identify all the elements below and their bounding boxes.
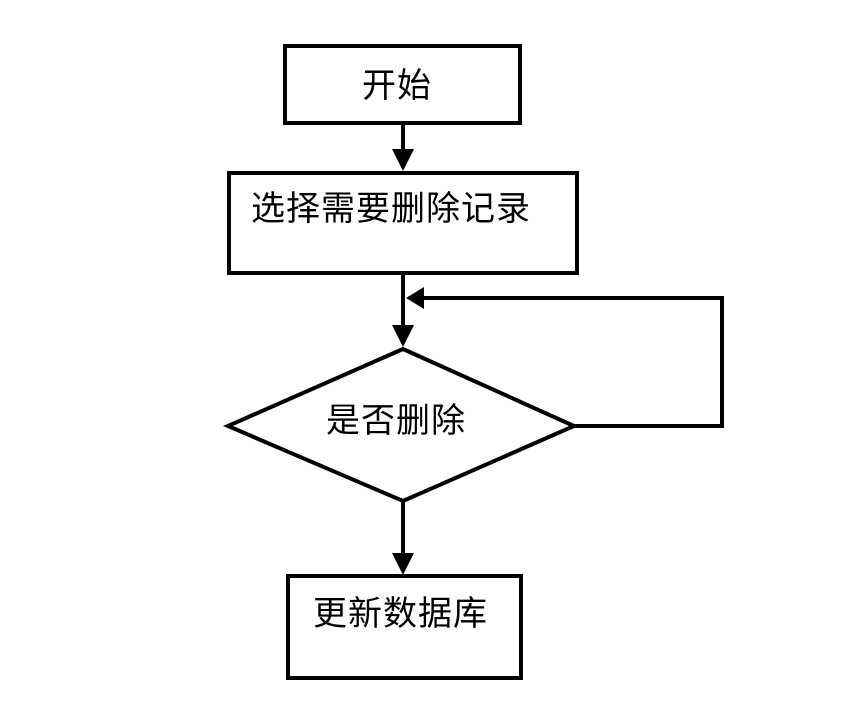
node-start-label: 开始 bbox=[362, 67, 432, 105]
node-update-label: 更新数据库 bbox=[313, 595, 488, 633]
arrowhead-down-icon bbox=[392, 325, 414, 347]
decision-diamond-shape bbox=[222, 346, 579, 504]
node-start: 开始 bbox=[283, 44, 522, 125]
arrowhead-down-icon bbox=[392, 149, 414, 171]
update-box-shape bbox=[286, 574, 523, 680]
edge-decision-to-update bbox=[392, 501, 414, 575]
node-select-label: 选择需要删除记录 bbox=[251, 190, 531, 228]
arrowhead-down-icon bbox=[392, 553, 414, 575]
edge-line bbox=[424, 296, 724, 428]
select-box-shape bbox=[227, 171, 579, 275]
edge-start-to-select bbox=[392, 123, 414, 171]
edge-select-to-decision bbox=[392, 273, 414, 347]
node-update: 更新数据库 bbox=[286, 574, 523, 680]
node-decision-label: 是否删除 bbox=[326, 402, 466, 440]
node-select: 选择需要删除记录 bbox=[227, 171, 579, 275]
node-decision: 是否删除 bbox=[222, 346, 579, 504]
start-box-shape bbox=[283, 44, 522, 125]
arrowhead-left-icon bbox=[406, 287, 424, 309]
edge-decision-loop-back bbox=[406, 287, 724, 428]
